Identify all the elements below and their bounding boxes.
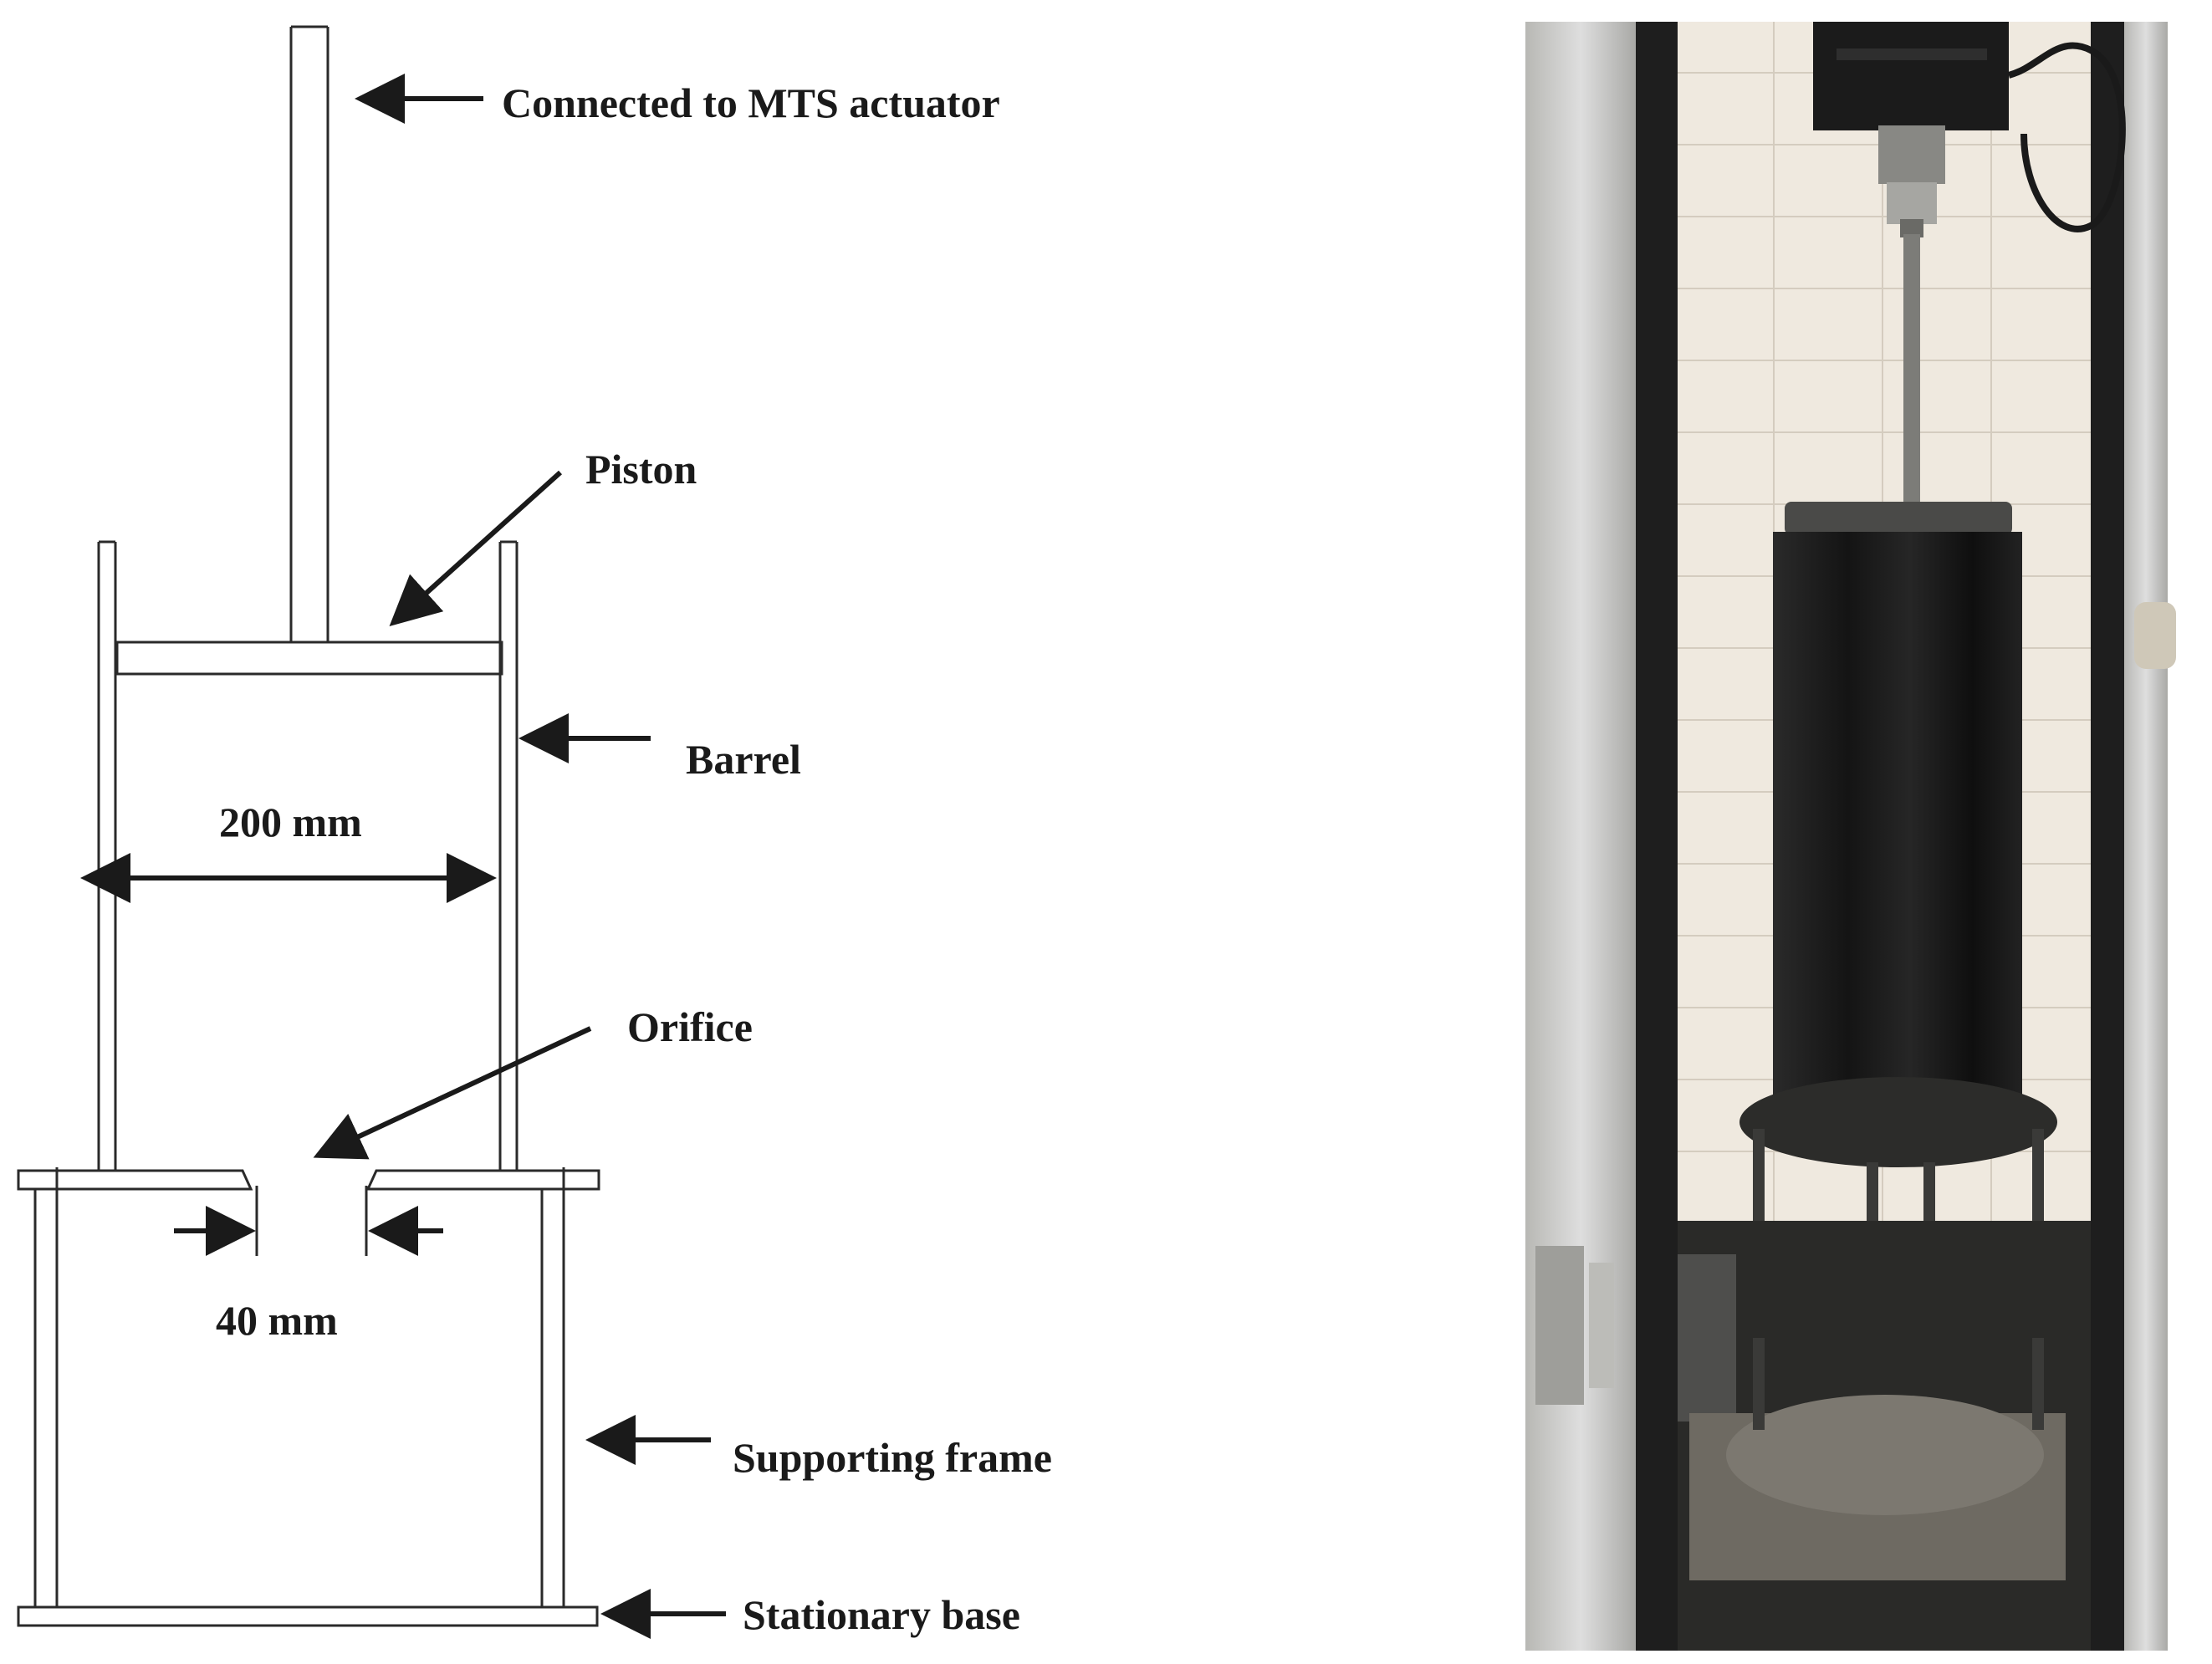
schematic-drawing [17,25,600,1627]
photo-piston-cap [1785,502,2012,535]
photo-piston-rod [1903,234,1920,515]
photo-frame-column-left [1525,22,1678,1651]
apparatus-photo [1525,22,2176,1651]
photo-barrel [1773,532,2022,1131]
photo-base-disc [1726,1395,2044,1515]
annotation-arrows [80,74,726,1639]
orifice-arrow [313,1026,592,1160]
photo-support-legs-front [1753,1338,2044,1430]
barrel-wall [97,540,519,1171]
photo-flange [1739,1077,2057,1167]
orifice-size-label: 40 mm [216,1297,338,1344]
frame-label: Supporting frame [733,1434,1052,1481]
base-label: Stationary base [743,1591,1020,1638]
piston-label: Piston [585,446,697,493]
photo-frame-column-right [2091,22,2176,1651]
barrel-label: Barrel [686,736,801,783]
schematic-labels: Connected to MTS actuator Piston Barrel … [216,79,1052,1638]
photo-actuator-head [1813,22,2126,237]
photo-box [1678,1254,1736,1422]
piston-rod [289,25,330,642]
piston-plate [115,641,503,676]
diameter-label: 200 mm [219,799,362,845]
orifice-label: Orifice [627,1003,753,1050]
actuator-label: Connected to MTS actuator [502,79,1000,126]
supporting-frame [33,1189,565,1607]
piston-arrow [389,470,563,627]
stationary-base [17,1605,599,1627]
orifice-plate [17,1167,600,1192]
